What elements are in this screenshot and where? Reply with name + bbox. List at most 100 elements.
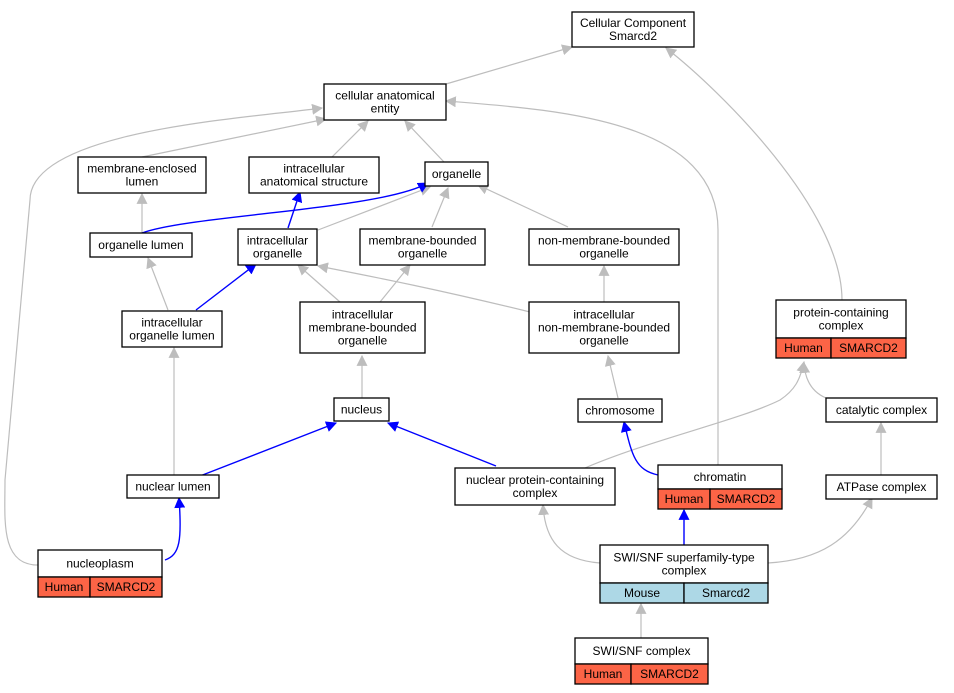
edge-mel-to-cae <box>141 115 328 158</box>
node-label: SWI/SNF superfamily-type <box>613 551 755 565</box>
node-label: entity <box>371 102 400 116</box>
species-label: Human <box>45 580 84 594</box>
node-label: intracellular <box>573 308 634 322</box>
node-chromatin[interactable] <box>657 464 783 510</box>
node-box <box>237 228 318 266</box>
edge-nmbo-to-organelle <box>477 184 569 228</box>
edge-io-partof-ias <box>287 190 303 229</box>
node-label: membrane-bounded <box>308 321 416 335</box>
node-label: organelle <box>432 167 482 181</box>
node-label: anatomical structure <box>260 175 368 189</box>
node-membrane-enclosed-lumen[interactable] <box>77 156 207 194</box>
node-intracellular-anatomical-structure[interactable] <box>248 156 380 194</box>
gene-label: SMARCD2 <box>97 580 156 594</box>
node-box <box>528 228 680 266</box>
edge-inmbo-to-io <box>316 262 531 313</box>
edge-catalytic-to-pcc <box>799 361 827 399</box>
node-catalytic-complex[interactable] <box>825 397 938 423</box>
node-cellular-anatomical-entity[interactable] <box>323 83 447 121</box>
node-non-membrane-bounded-organelle[interactable] <box>528 228 680 266</box>
node-box <box>323 83 447 121</box>
node-label: organelle <box>579 334 629 348</box>
node-swi-snf-complex[interactable] <box>574 637 709 685</box>
gene-cell <box>709 488 783 510</box>
node-label: complex <box>819 319 864 333</box>
node-label: organelle lumen <box>129 329 214 343</box>
node-label: complex <box>513 486 558 500</box>
gene-cell <box>683 582 769 604</box>
node-box <box>424 161 489 187</box>
edge-imbo-to-io <box>297 264 341 303</box>
species-label: Human <box>584 667 623 681</box>
gene-label: Smarcd2 <box>702 586 750 600</box>
edge-chromosome-to-inmbo <box>604 354 619 399</box>
node-label: non-membrane-bounded <box>538 321 670 335</box>
node-label: intracellular <box>283 162 344 176</box>
edge-imbo-to-mbo <box>379 264 411 303</box>
edge-ol-partof-organelle <box>141 182 429 234</box>
node-nucleoplasm[interactable] <box>37 549 163 598</box>
node-label: chromosome <box>585 404 655 418</box>
node-label: nucleus <box>341 403 382 417</box>
node-label: organelle <box>398 247 448 261</box>
gene-label: SMARCD2 <box>839 341 898 355</box>
node-box <box>528 301 680 354</box>
node-label: complex <box>662 564 707 578</box>
node-label: intracellular <box>332 308 393 322</box>
node-atpase-complex[interactable] <box>825 474 938 500</box>
node-box <box>121 310 223 348</box>
node-cellular-component[interactable] <box>571 11 695 48</box>
node-label: lumen <box>126 175 159 189</box>
node-label: SWI/SNF complex <box>592 644 690 658</box>
node-box <box>299 301 426 354</box>
gene-label: SMARCD2 <box>717 492 776 506</box>
node-box <box>454 467 616 506</box>
node-swi-snf-superfamily-type-complex[interactable] <box>599 544 769 604</box>
node-nucleus[interactable] <box>333 397 390 422</box>
node-box <box>571 11 695 48</box>
node-label: non-membrane-bounded <box>538 234 670 248</box>
edge-mbo-to-organelle <box>431 186 450 228</box>
node-label: intracellular <box>141 316 202 330</box>
node-intracellular-organelle-lumen[interactable] <box>121 310 223 348</box>
node-label: catalytic complex <box>836 403 927 417</box>
node-intracellular-non-membrane-bounded-organelle[interactable] <box>528 301 680 354</box>
gene-label: SMARCD2 <box>640 667 699 681</box>
edge-swisnfsf-to-npcc <box>538 503 601 564</box>
node-label: organelle <box>338 334 388 348</box>
node-label: nuclear protein-containing <box>466 473 604 487</box>
node-label: ATPase complex <box>837 480 927 494</box>
edge-pcc-to-cc <box>665 47 843 301</box>
species-label: Human <box>784 341 823 355</box>
edge-organelle-to-cae <box>404 120 445 163</box>
gene-cell <box>830 337 907 359</box>
node-nuclear-protein-containing-complex[interactable] <box>454 467 616 506</box>
node-label: membrane-enclosed <box>87 162 196 176</box>
node-label: nuclear lumen <box>135 480 210 494</box>
gene-cell <box>89 576 163 598</box>
node-intracellular-organelle[interactable] <box>237 228 318 266</box>
species-label: Human <box>665 492 704 506</box>
node-box <box>577 398 663 423</box>
node-box <box>89 232 193 258</box>
node-label: intracellular <box>247 234 308 248</box>
node-box <box>825 397 938 423</box>
node-box <box>574 637 709 665</box>
node-intracellular-membrane-bounded-organelle[interactable] <box>299 301 426 354</box>
node-box <box>359 228 486 266</box>
edge-npcc-to-pcc <box>584 360 808 469</box>
edge-ias-to-cae <box>331 120 369 158</box>
node-protein-containing-complex[interactable] <box>775 299 907 359</box>
node-label: organelle lumen <box>98 238 183 252</box>
node-membrane-bounded-organelle[interactable] <box>359 228 486 266</box>
node-box <box>248 156 380 194</box>
node-organelle[interactable] <box>424 161 489 187</box>
node-label: cellular anatomical <box>335 89 434 103</box>
edge-chromatin-to-cae <box>444 96 719 465</box>
node-chromosome[interactable] <box>577 398 663 423</box>
edge-nucleoplasm-partof-nuclearlumen <box>164 496 186 561</box>
node-nuclear-lumen[interactable] <box>126 474 220 499</box>
species-label: Mouse <box>624 586 660 600</box>
node-organelle-lumen[interactable] <box>89 232 193 258</box>
